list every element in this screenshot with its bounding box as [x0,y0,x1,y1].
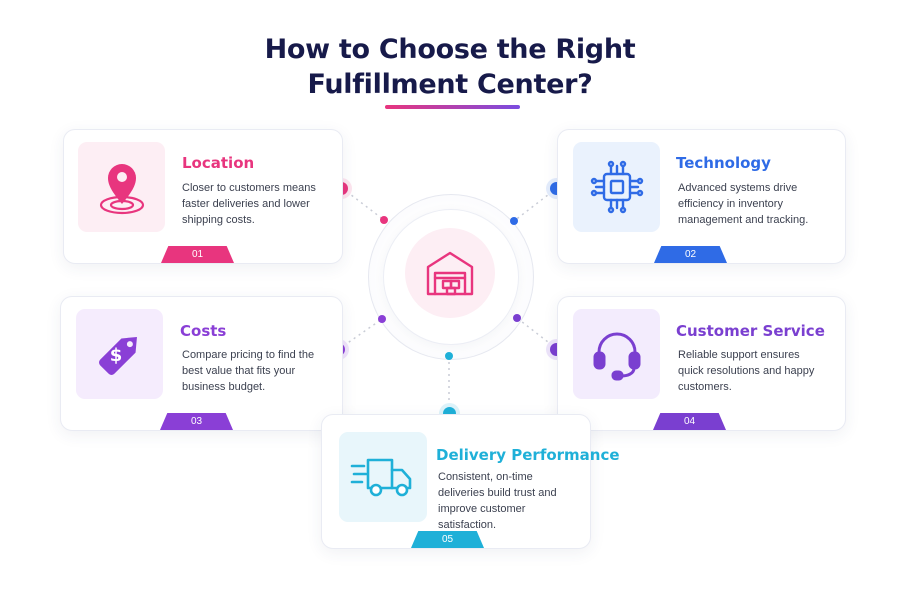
dot-technology-inner [510,217,518,225]
customer-service-icon-box [573,309,660,399]
costs-icon-box: $ [76,309,163,399]
location-icon-box [78,142,165,232]
delivery-icon-box [339,432,427,522]
card-delivery-performance: Delivery Performance Consistent, on-time… [321,414,620,549]
title-line-2: Fulfillment Center? [307,69,593,100]
price-tag-icon: $ [98,337,137,375]
card-number-badge: 02 [654,246,727,263]
card-number-badge: 05 [411,531,484,548]
card-title: Location [182,154,255,172]
card-description: Closer to customers means faster deliver… [182,182,316,226]
title-underline [385,105,520,109]
connector-costs [338,318,383,350]
card-technology: Technology Advanced systems drive effici… [557,129,846,264]
svg-text:$: $ [109,345,122,366]
dot-location-inner [380,216,388,224]
warehouse-icon [426,251,474,296]
card-title: Delivery Performance [436,446,620,464]
card-description: Advanced systems drive efficiency in inv… [678,182,809,226]
dot-delivery-inner [445,352,453,360]
title-line-1: How to Choose the Right [264,34,636,65]
card-description: Consistent, on-time deliveries build tru… [438,471,557,531]
card-description: Reliable support ensures quick resolutio… [678,349,815,393]
delivery-truck-icon [350,458,412,497]
map-pin-icon [99,164,144,215]
headset-icon [593,332,640,381]
card-number-badge: 03 [160,413,233,430]
microchip-icon [590,160,643,214]
card-costs: $ Costs Compare pricing to find the best… [60,296,343,431]
card-number-badge: 01 [161,246,234,263]
hub-core [405,228,495,318]
card-title: Customer Service [676,322,825,340]
card-title: Technology [676,154,771,172]
connector-location [341,187,385,221]
card-description: Compare pricing to find the best value t… [182,349,315,393]
card-title: Costs [180,322,227,340]
dot-costs-inner [378,315,386,323]
connector-technology [513,187,558,222]
technology-icon-box [573,142,660,232]
card-location: Location Closer to customers means faste… [63,129,343,264]
card-number-badge: 04 [653,413,726,430]
page-title: How to Choose the Right Fulfillment Cent… [0,32,900,102]
dot-customer-service-inner [513,314,521,322]
connector-customer-service [516,317,558,350]
card-customer-service: Customer Service Reliable support ensure… [557,296,846,431]
